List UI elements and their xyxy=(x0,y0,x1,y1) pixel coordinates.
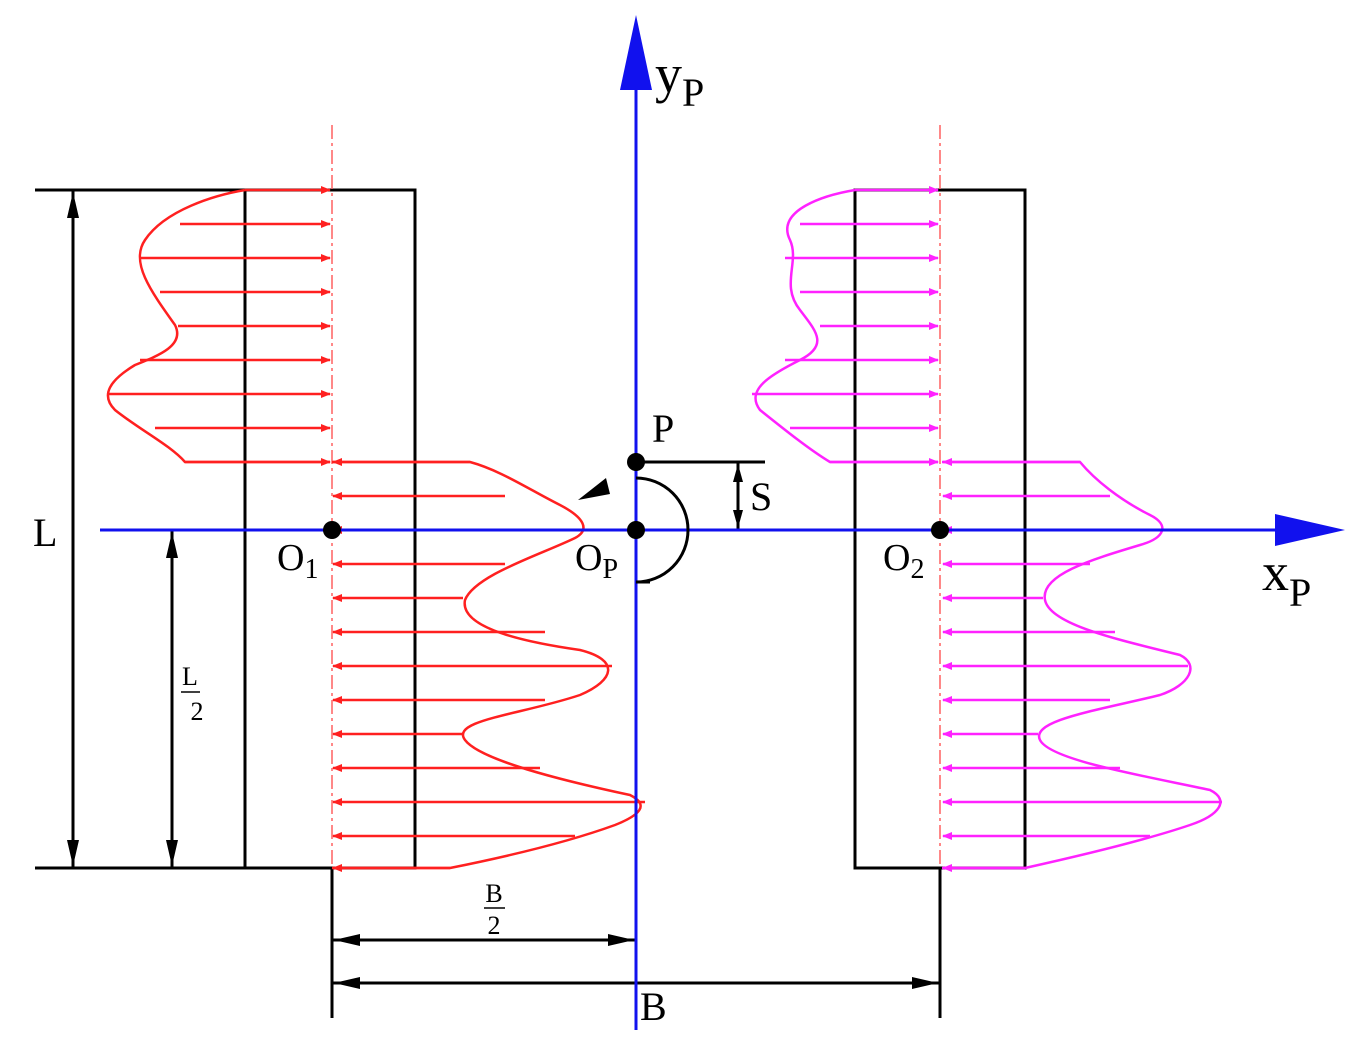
dimension-half-B xyxy=(332,934,636,946)
p-label: P xyxy=(652,406,674,451)
arrow-head xyxy=(166,840,178,866)
svg-text:L: L xyxy=(182,662,198,691)
arrow-head xyxy=(733,510,743,528)
arrow-head xyxy=(334,934,360,946)
arrow-head xyxy=(608,934,634,946)
point-p xyxy=(627,453,645,471)
left-pad xyxy=(35,125,645,1018)
arrow-head xyxy=(334,977,360,989)
l-label: L xyxy=(33,510,57,555)
half-length-label: L 2 xyxy=(181,662,204,726)
point-op xyxy=(627,521,645,539)
arrow-head xyxy=(67,192,79,218)
o1-label: O1 xyxy=(277,537,318,585)
left-lower-load-arrows xyxy=(332,458,645,872)
right-lower-load-curve xyxy=(942,460,1222,870)
b-label: B xyxy=(640,984,667,1029)
dimension-half-L xyxy=(166,530,178,868)
point-o2 xyxy=(931,521,949,539)
rotation-arrow-icon xyxy=(578,476,690,584)
s-label: S xyxy=(750,474,772,519)
point-o1 xyxy=(323,521,341,539)
y-axis xyxy=(620,15,652,1030)
svg-text:2: 2 xyxy=(488,911,501,940)
dimension-L xyxy=(67,190,79,868)
right-upper-load-arrows xyxy=(752,186,939,466)
y-axis-arrow-icon xyxy=(620,15,652,90)
half-width-label: B 2 xyxy=(484,879,505,940)
right-lower-load-arrows xyxy=(942,458,1222,872)
arrow-head xyxy=(166,532,178,558)
right-upper-load-curve xyxy=(754,188,938,464)
origin-label: OP xyxy=(575,537,618,585)
x-axis xyxy=(100,514,1345,546)
y-axis-label: yP xyxy=(655,44,704,115)
arrow-head xyxy=(67,840,79,866)
left-upper-load-curve xyxy=(106,188,330,464)
o2-label: O2 xyxy=(883,537,924,585)
svg-text:B: B xyxy=(485,879,502,908)
arrow-head xyxy=(912,977,938,989)
x-axis-arrow-icon xyxy=(1275,514,1345,546)
right-pad xyxy=(752,125,1222,1018)
arrow-head xyxy=(733,464,743,482)
x-axis-label: xP xyxy=(1262,542,1311,615)
left-upper-load-arrows xyxy=(108,186,331,466)
dimension-S xyxy=(636,460,765,532)
svg-text:2: 2 xyxy=(191,697,204,726)
